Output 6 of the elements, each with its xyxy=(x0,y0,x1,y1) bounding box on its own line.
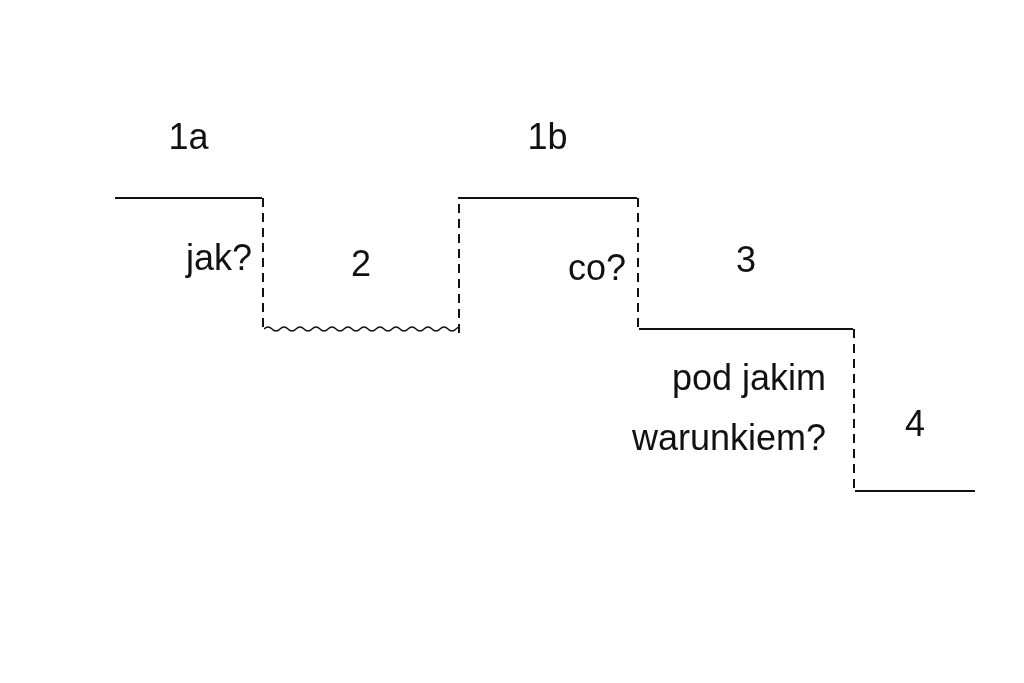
step-number: 4 xyxy=(904,404,926,444)
step-number: 2 xyxy=(350,244,372,284)
step-number: 3 xyxy=(735,240,757,280)
step-number: 1b xyxy=(526,117,569,157)
step-number: 1a xyxy=(167,117,210,157)
dashed-connector xyxy=(637,197,639,330)
